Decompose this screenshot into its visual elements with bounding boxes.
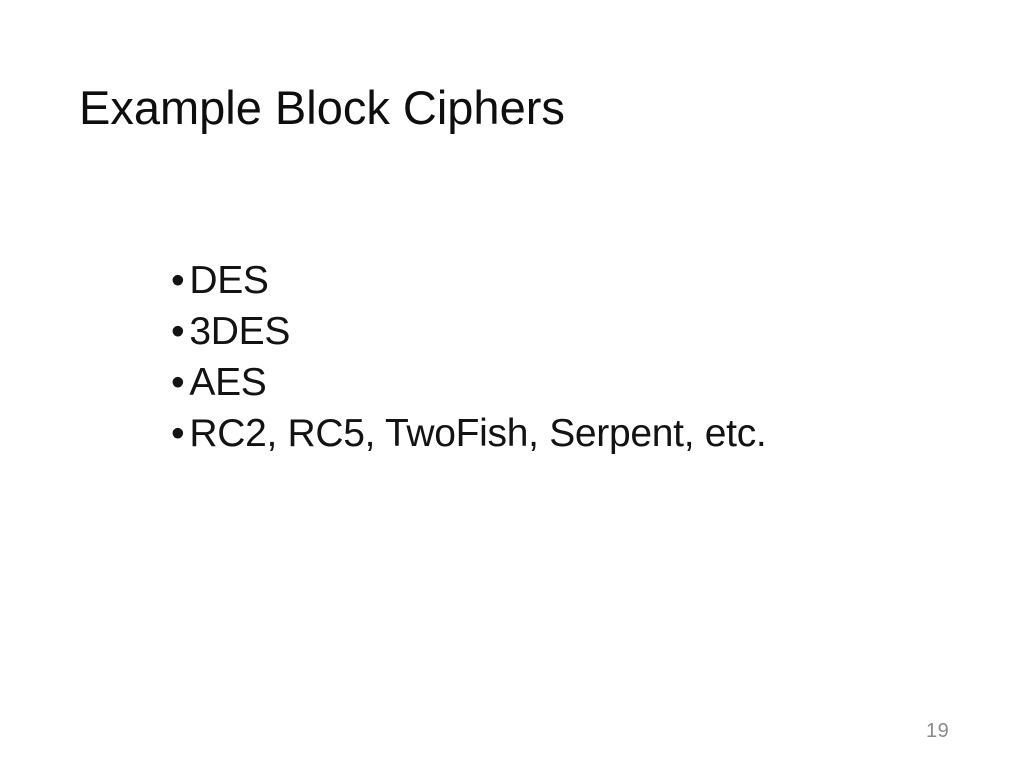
list-item: • DES [171,255,766,306]
bullet-list: • DES • 3DES • AES • RC2, RC5, TwoFish, … [171,255,767,459]
list-item: • RC2, RC5, TwoFish, Serpent, etc. [171,408,767,459]
bullet-icon: • [171,259,185,302]
list-item: • AES [171,357,766,408]
list-item: • 3DES [171,306,766,357]
bullet-icon: • [171,310,185,353]
list-item-text: DES [189,259,269,302]
list-item-text: RC2, RC5, TwoFish, Serpent, etc. [189,412,767,455]
list-item-text: 3DES [189,310,291,353]
bullet-icon: • [171,361,185,404]
slide-title: Example Block Ciphers [79,81,565,134]
list-item-text: AES [189,361,267,404]
bullet-icon: • [171,412,185,455]
page-number: 19 [926,720,950,742]
